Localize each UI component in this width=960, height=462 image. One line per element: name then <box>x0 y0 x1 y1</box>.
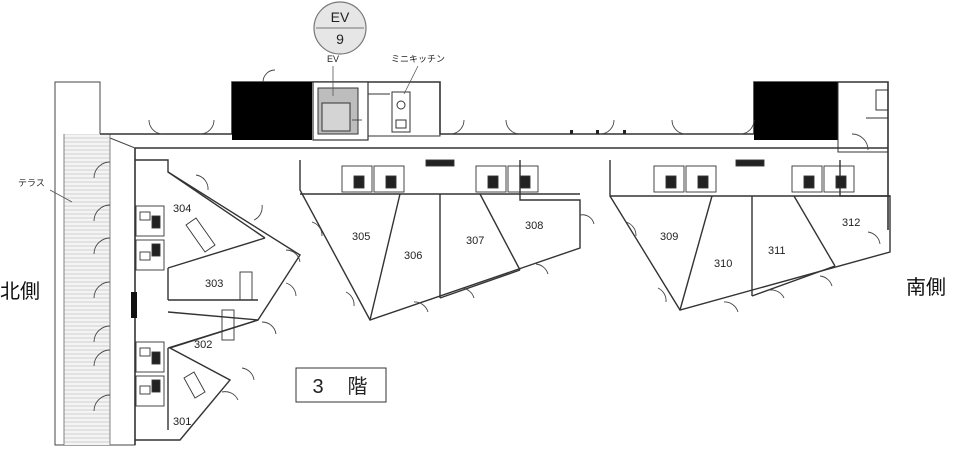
room-301: 301 <box>173 416 191 428</box>
elevator-badge: EV 9 <box>313 1 367 55</box>
terrace <box>54 81 136 446</box>
east-stair-annex <box>837 81 889 153</box>
room-303: 303 <box>205 278 223 290</box>
elevator-badge-label: EV <box>331 9 350 25</box>
room-311: 311 <box>768 245 786 257</box>
floor-label: 3 階 <box>312 375 369 398</box>
west-wing-bath-units <box>135 205 165 407</box>
room-309: 309 <box>660 231 678 243</box>
central-wing <box>299 160 581 321</box>
north-side-label: 北側 <box>0 280 40 303</box>
corridor-wall-ticks <box>570 130 626 134</box>
room-307: 307 <box>466 235 484 247</box>
room-308: 308 <box>525 220 543 232</box>
east-wing-bath-units <box>653 159 855 193</box>
ev-label: EV <box>327 54 339 64</box>
west-wing-doors <box>195 174 301 401</box>
room-306: 306 <box>404 250 422 262</box>
central-wing-doors <box>311 214 595 313</box>
central-wing-bath-units <box>341 159 539 193</box>
room-305: 305 <box>352 231 370 243</box>
west-entrance-marker <box>131 292 137 318</box>
stair-east <box>754 82 838 140</box>
room-302: 302 <box>194 339 212 351</box>
elevator-badge-floor: 9 <box>336 31 344 47</box>
south-side-label: 南側 <box>906 276 946 299</box>
west-wing-desks <box>183 217 253 399</box>
room-304: 304 <box>173 203 191 215</box>
floor-label-box: 3 階 <box>295 367 387 403</box>
mini-kitchen <box>367 81 441 137</box>
terrace-doors <box>93 161 111 412</box>
elevator-shaft <box>312 81 369 141</box>
terrace-label: テラス <box>18 178 45 188</box>
room-labels: 301 302 303 304 305 306 307 308 309 310 … <box>173 203 860 428</box>
room-310: 310 <box>714 258 732 270</box>
mini-kitchen-label: ミニキッチン <box>391 54 445 64</box>
room-312: 312 <box>842 217 860 229</box>
west-wing <box>135 159 301 441</box>
stair-west <box>232 82 312 140</box>
corridor-doors <box>148 69 869 151</box>
east-wing-doors <box>625 221 881 313</box>
east-wing <box>609 160 891 311</box>
